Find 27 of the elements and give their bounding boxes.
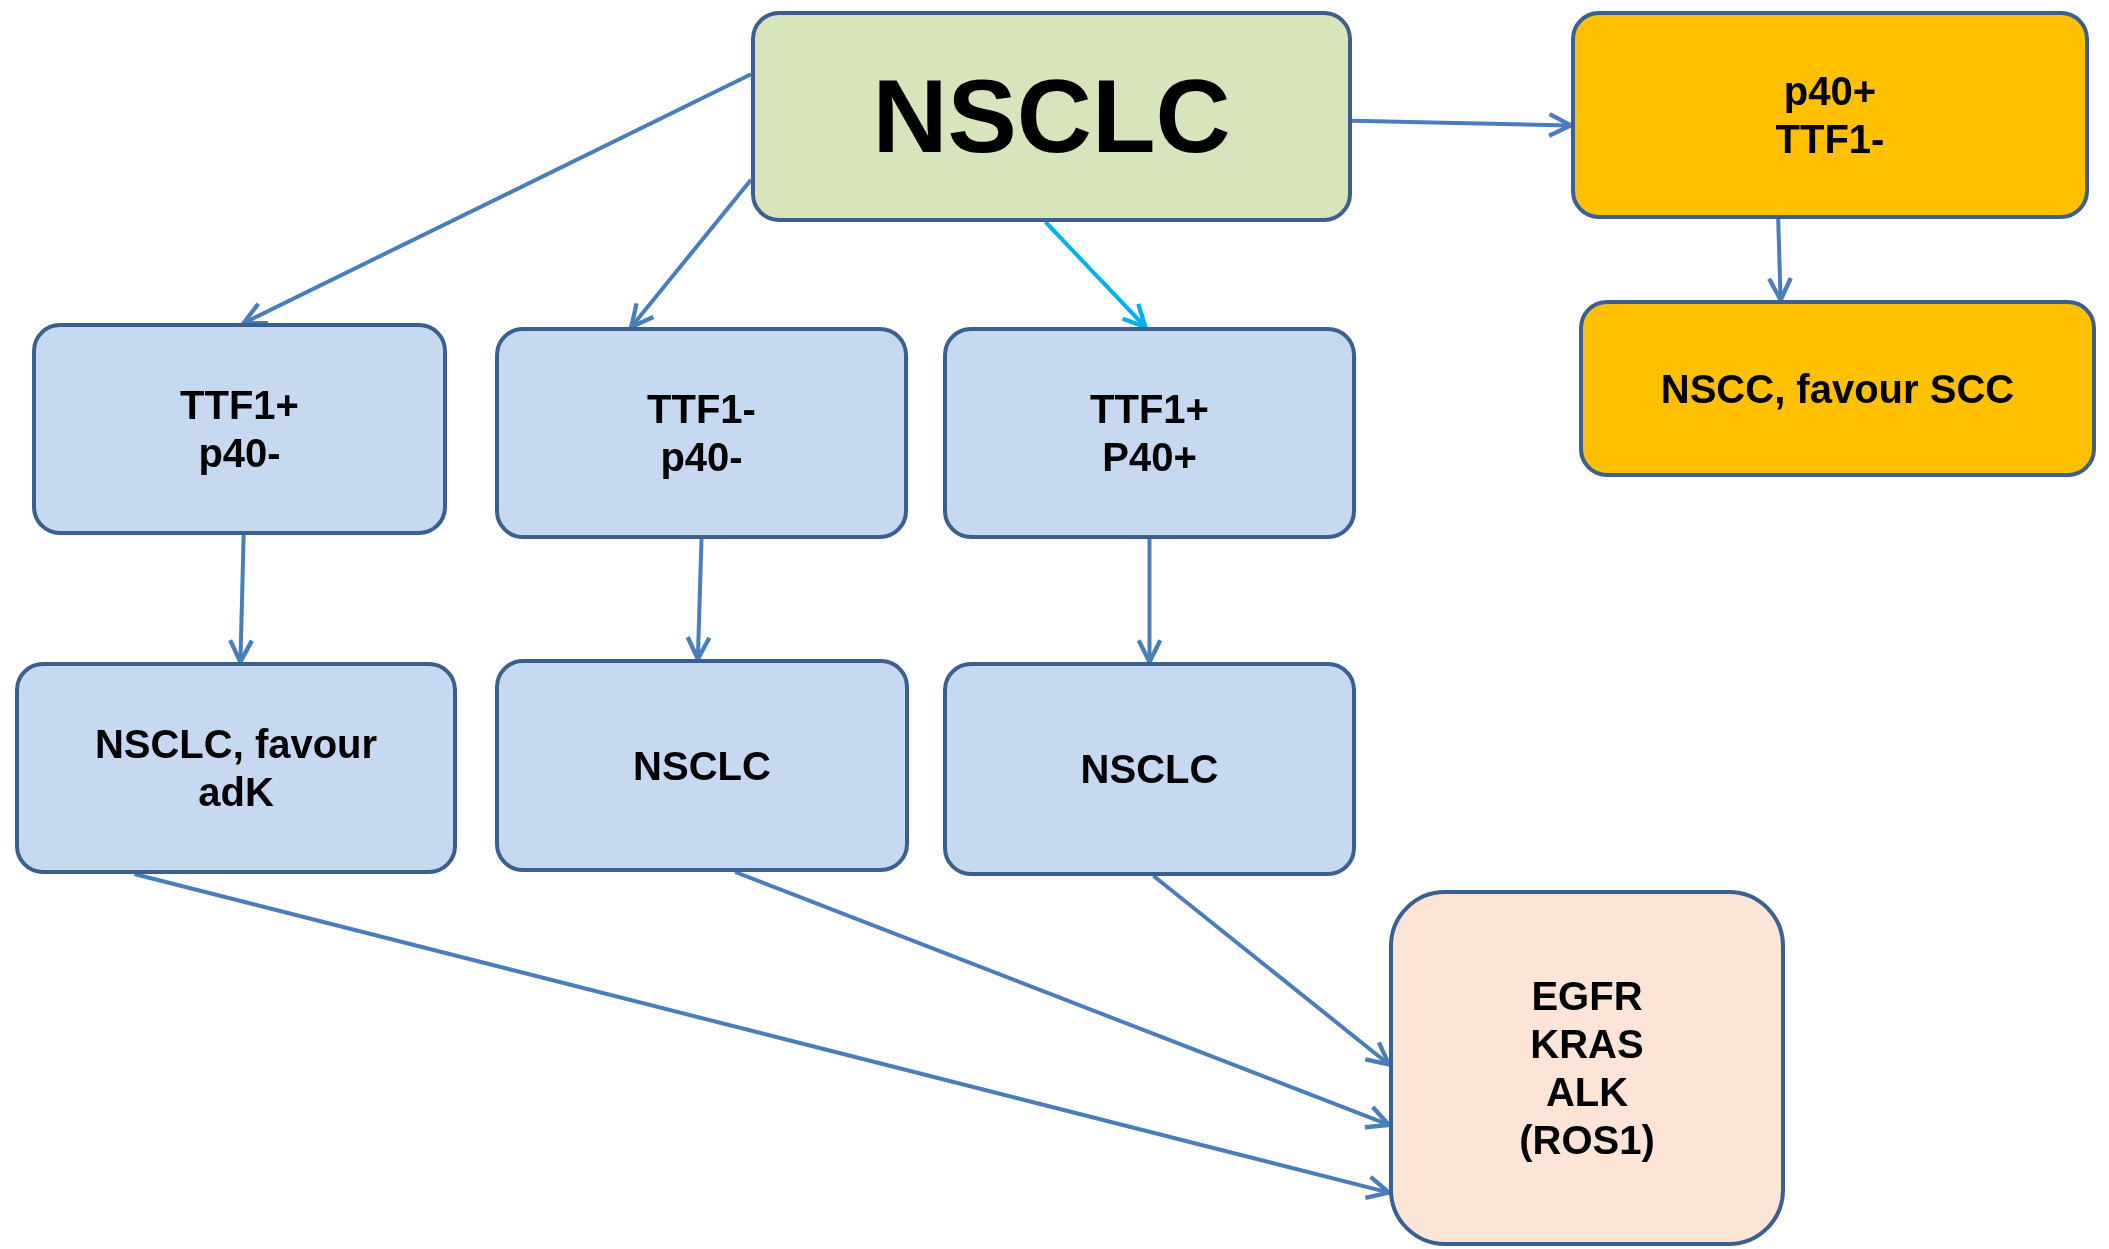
box-label: NSCLC	[1079, 746, 1220, 793]
box-label: NSCLC	[632, 742, 772, 790]
process-box	[943, 327, 1356, 539]
process-box	[1389, 890, 1785, 1246]
arrow	[629, 178, 753, 330]
process-box	[1571, 11, 2089, 219]
process-box	[15, 662, 457, 874]
box-label: TTF1+ p40-	[179, 382, 300, 477]
process-box	[943, 662, 1356, 876]
arrow	[1136, 539, 1163, 665]
process-box	[495, 659, 909, 872]
arrow	[1767, 218, 1793, 303]
process-box	[32, 323, 447, 535]
process-box	[1579, 300, 2096, 477]
process-box	[495, 327, 908, 539]
box-label: NSCLC	[871, 57, 1232, 177]
box-label: TTF1+ P40+	[1089, 386, 1210, 481]
arrow	[685, 538, 712, 662]
box-label: NSCC, favour SCC	[1659, 365, 2016, 413]
arrow	[1044, 220, 1148, 330]
box-label: p40+ TTF1-	[1774, 68, 1886, 163]
box-label: NSCLC, favour adK	[93, 721, 379, 816]
arrow	[241, 72, 752, 326]
box-label: TTF1- p40-	[646, 386, 757, 481]
box-label: EGFR KRAS ALK (ROS1)	[1518, 973, 1656, 1164]
process-box	[751, 11, 1352, 222]
arrow	[227, 534, 254, 665]
